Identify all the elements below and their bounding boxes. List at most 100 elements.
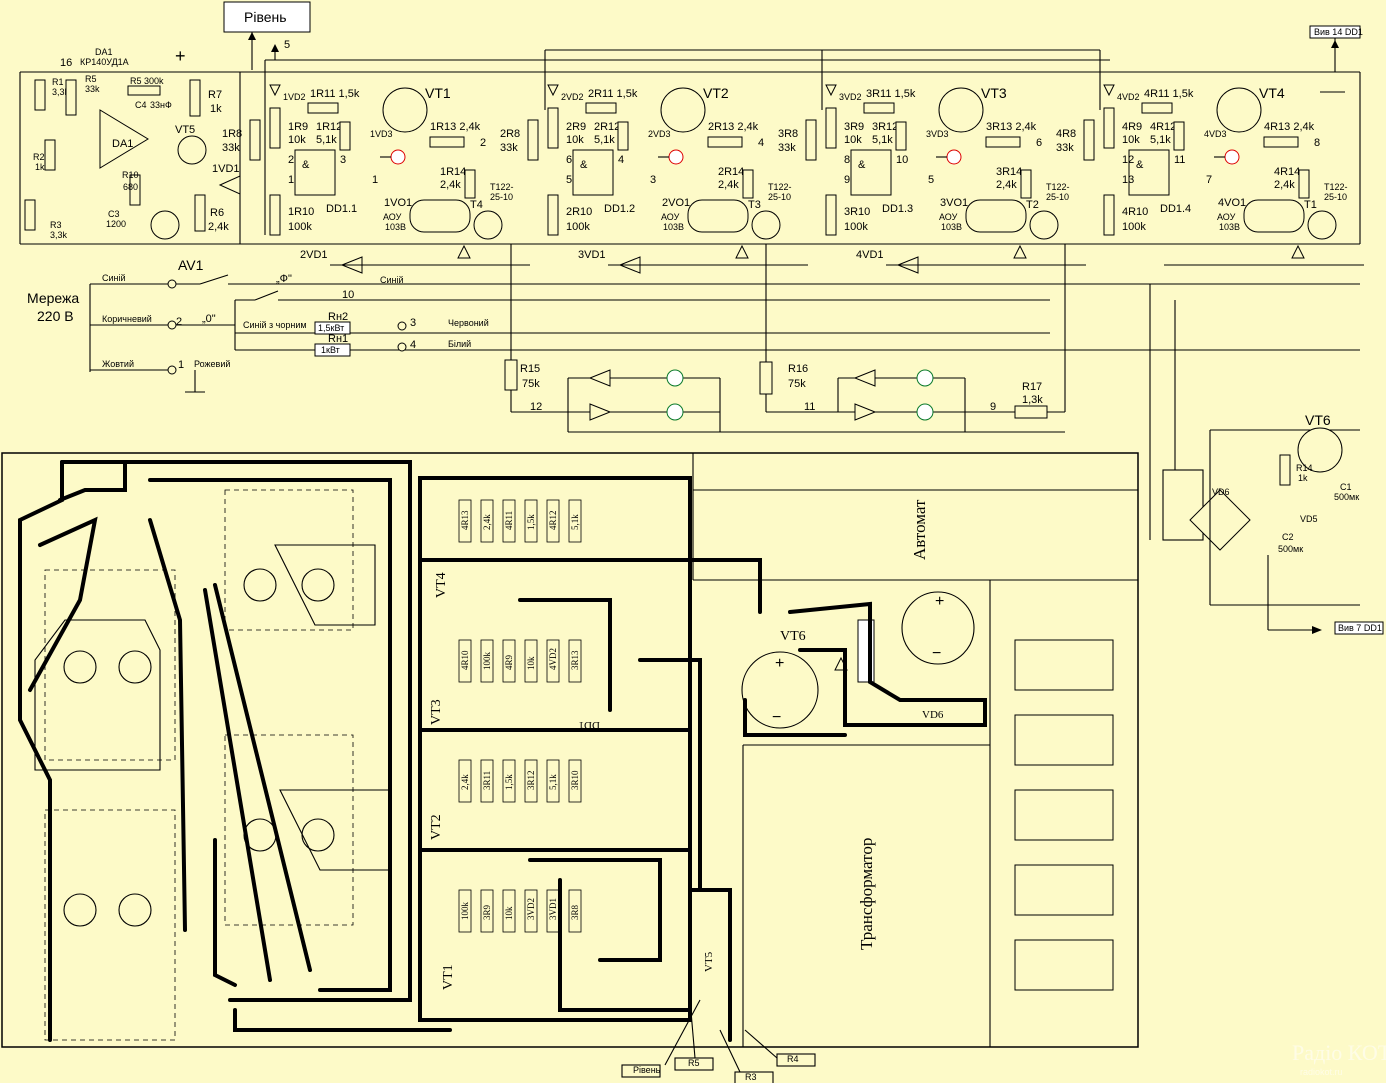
stage-label: T3 bbox=[748, 199, 761, 211]
stage-label: 5 bbox=[928, 174, 934, 186]
diode-icon bbox=[269, 84, 281, 97]
stage-label: DD1.3 bbox=[882, 203, 913, 215]
svg-text:VT2: VT2 bbox=[429, 814, 444, 840]
svg-text:3,3k: 3,3k bbox=[52, 87, 70, 97]
dd-gate bbox=[1128, 149, 1170, 196]
red-led-icon bbox=[390, 149, 406, 165]
automat-label: Автомат bbox=[910, 499, 929, 560]
svg-text:−: − bbox=[932, 645, 941, 662]
stage-label: 3 bbox=[340, 154, 346, 166]
pcb-resistor-label: 10k bbox=[504, 906, 514, 920]
r14-resistor bbox=[1298, 169, 1310, 199]
r11-resistor bbox=[863, 102, 895, 114]
watermark: Радіо КОТ radiokot.ru bbox=[1292, 1040, 1386, 1077]
r10-resistor bbox=[825, 194, 837, 236]
pcb-resistor bbox=[458, 759, 472, 803]
svg-text:Синій: Синій bbox=[380, 275, 404, 285]
pcb-resistor bbox=[568, 759, 582, 803]
stage-label: 3VO1 bbox=[940, 197, 968, 209]
stage-label: 33k bbox=[1056, 142, 1074, 154]
stage-label: & bbox=[858, 159, 866, 171]
stage-label: 103В bbox=[663, 222, 684, 232]
transistor-label: VT1 bbox=[425, 85, 451, 101]
vd6-bridge bbox=[1189, 489, 1251, 551]
svg-text:„Ф": „Ф" bbox=[276, 273, 292, 285]
av1-label: AV1 bbox=[178, 257, 204, 273]
diode-icon bbox=[547, 84, 559, 97]
stage-label: 9 bbox=[844, 174, 850, 186]
pcb-resistor-label: 3R10 bbox=[570, 770, 580, 790]
svg-text:11: 11 bbox=[804, 401, 815, 413]
stage-label: T122- bbox=[1324, 182, 1348, 192]
stage-label: 1R8 bbox=[222, 128, 242, 140]
svg-text:R10: R10 bbox=[122, 170, 139, 180]
stage-label: DD1.4 bbox=[1160, 203, 1191, 215]
transistor-label: VT4 bbox=[1259, 85, 1285, 101]
r8-resistor bbox=[1083, 119, 1095, 161]
svg-text:Коричневий: Коричневий bbox=[102, 314, 152, 324]
svg-text:R17: R17 bbox=[1022, 381, 1042, 393]
stage-label: 4VD2 bbox=[1117, 92, 1140, 102]
r9-resistor bbox=[825, 107, 837, 149]
stage-label: 33k bbox=[222, 142, 240, 154]
stage-label: 25-10 bbox=[1324, 192, 1347, 202]
stage-label: 8 bbox=[1314, 137, 1320, 149]
red-led-icon bbox=[1224, 149, 1240, 165]
pin-16: 16 bbox=[60, 57, 72, 69]
r13-resistor bbox=[707, 136, 743, 148]
stage-label: АОУ bbox=[383, 212, 402, 222]
optocoupler bbox=[409, 199, 471, 233]
r11-resistor bbox=[1141, 102, 1173, 114]
red-led-icon bbox=[946, 149, 962, 165]
stage-label: 1R12 bbox=[316, 121, 342, 133]
transistor-icon bbox=[150, 210, 180, 240]
svg-text:2: 2 bbox=[176, 316, 182, 328]
stage-label: 10k bbox=[566, 134, 584, 146]
svg-text:1,5кВт: 1,5кВт bbox=[318, 323, 344, 333]
mains-title-1: Мережа bbox=[27, 290, 79, 306]
stage-label: 2 bbox=[480, 137, 486, 149]
green-led-icon bbox=[916, 369, 934, 387]
stage-label: 3VD1 bbox=[578, 249, 606, 261]
svg-text:12: 12 bbox=[530, 401, 542, 413]
svg-text:C2: C2 bbox=[1282, 532, 1294, 542]
svg-text:R3: R3 bbox=[745, 1072, 757, 1082]
stage-label: 2VD2 bbox=[561, 92, 584, 102]
svg-text:R16: R16 bbox=[788, 363, 808, 375]
stage-label: 2R14 bbox=[718, 166, 744, 178]
stage-label: 25-10 bbox=[490, 192, 513, 202]
pcb-resistor bbox=[502, 889, 516, 933]
stage-label: 5,1k bbox=[594, 134, 615, 146]
stage-label: T1 bbox=[1304, 199, 1317, 211]
stage-label: 4VD3 bbox=[1204, 129, 1227, 139]
svg-text:Жовтий: Жовтий bbox=[102, 359, 134, 369]
stage-label: 4R9 bbox=[1122, 121, 1142, 133]
stage-label: 11 bbox=[1174, 154, 1185, 166]
pcb-resistor bbox=[524, 889, 538, 933]
stage-label: АОУ bbox=[939, 212, 958, 222]
stage-label: 3R9 bbox=[844, 121, 864, 133]
stage-label: 4R8 bbox=[1056, 128, 1076, 140]
pcb-resistor-label: 3VD2 bbox=[526, 898, 536, 920]
svg-text:Білий: Білий bbox=[448, 339, 471, 349]
stage-label: 4 bbox=[618, 154, 624, 166]
pin-5: 5 bbox=[284, 39, 290, 51]
capacitor-c1-outline bbox=[741, 651, 819, 729]
svg-text:VT1: VT1 bbox=[441, 964, 456, 990]
stage-label: 100k bbox=[844, 221, 868, 233]
stage-label: 5,1k bbox=[316, 134, 337, 146]
svg-text:500мк: 500мк bbox=[1334, 492, 1359, 502]
level-label: Рівень bbox=[244, 9, 287, 25]
da1-model: КР140УД1А bbox=[80, 57, 129, 67]
svg-text:−: − bbox=[772, 709, 781, 726]
stage-label: T2 bbox=[1026, 199, 1039, 211]
svg-text:VD6: VD6 bbox=[1212, 487, 1230, 497]
stage-label: 4VD1 bbox=[856, 249, 884, 261]
svg-text:3,3k: 3,3k bbox=[50, 230, 68, 240]
svg-text:75k: 75k bbox=[788, 378, 806, 390]
r12-resistor bbox=[1173, 121, 1185, 151]
pcb-resistor bbox=[458, 639, 472, 683]
r10-resistor bbox=[1103, 194, 1115, 236]
